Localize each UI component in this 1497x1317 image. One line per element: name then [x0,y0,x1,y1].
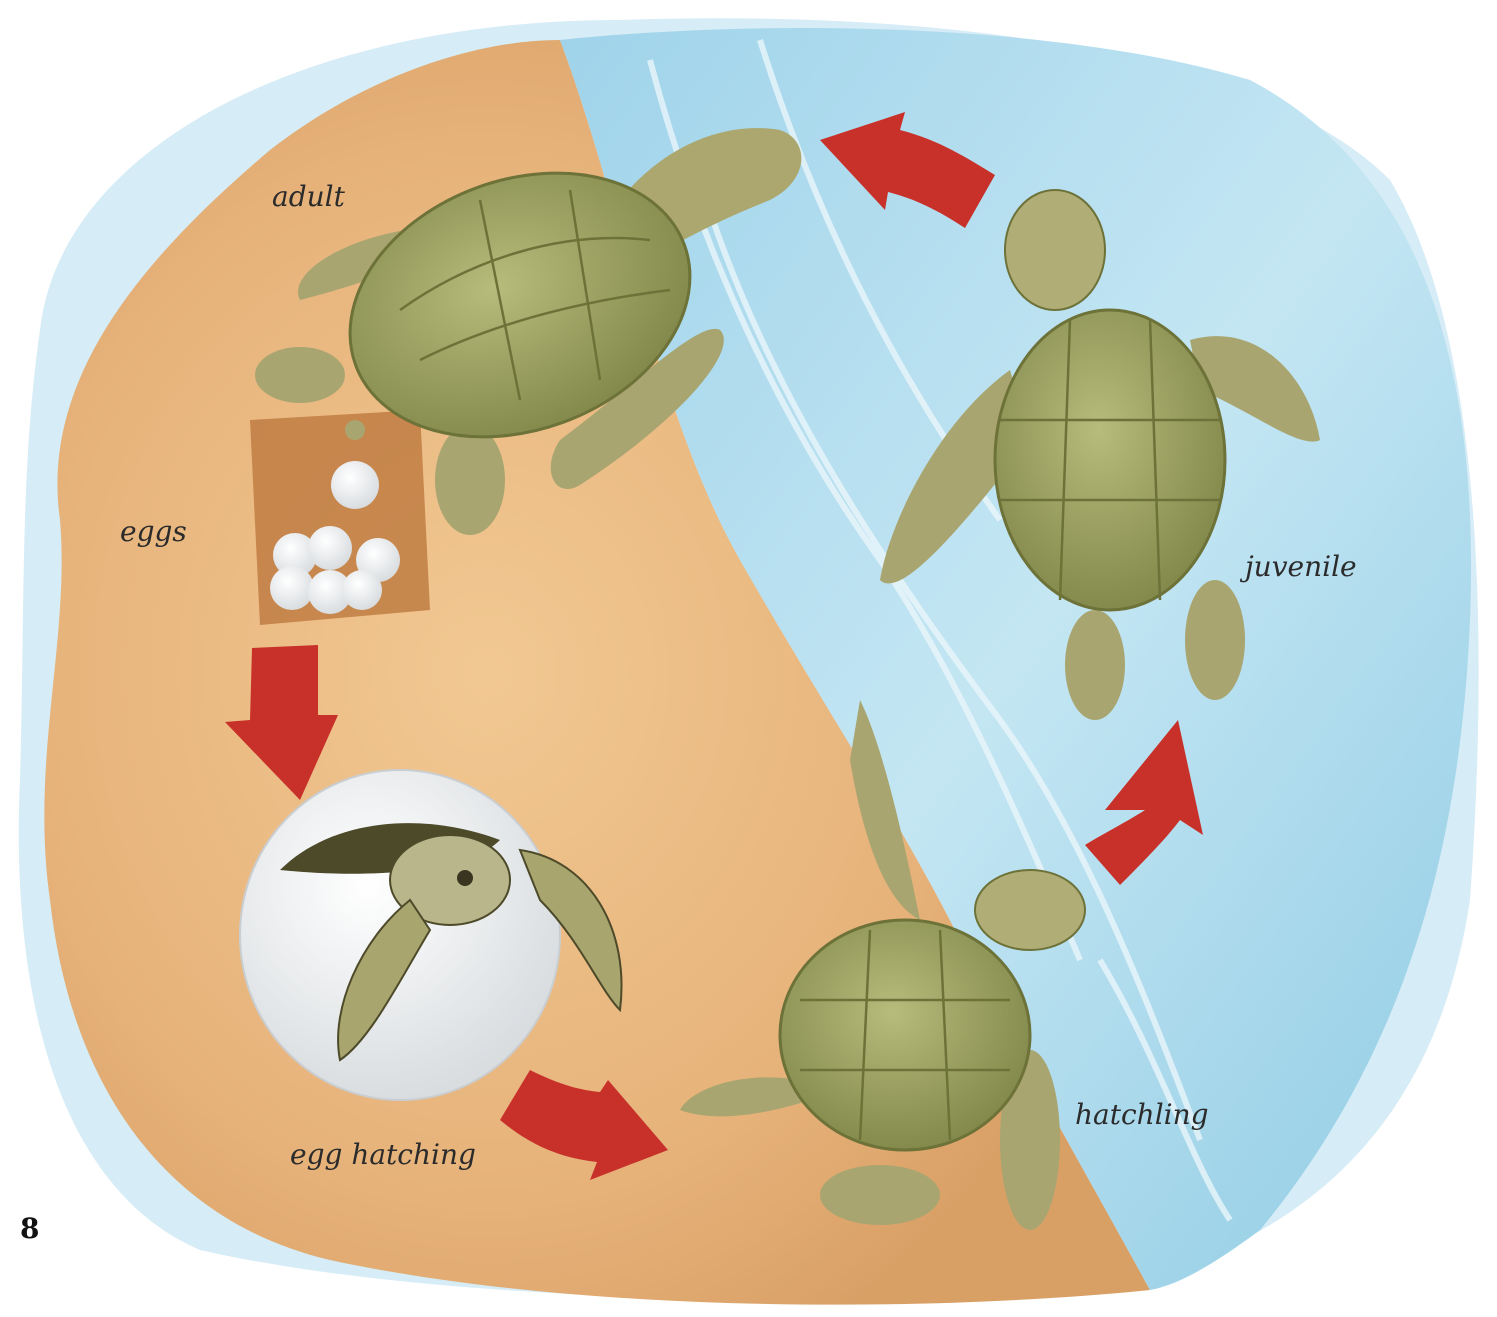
label-adult: adult [272,180,345,213]
label-eggs: eggs [120,515,187,548]
page-number: 8 [20,1212,39,1245]
label-egg-hatching: egg hatching [290,1138,476,1171]
label-hatchling: hatchling [1075,1098,1209,1131]
eggs-nest [250,410,430,625]
label-juvenile: juvenile [1245,550,1357,583]
